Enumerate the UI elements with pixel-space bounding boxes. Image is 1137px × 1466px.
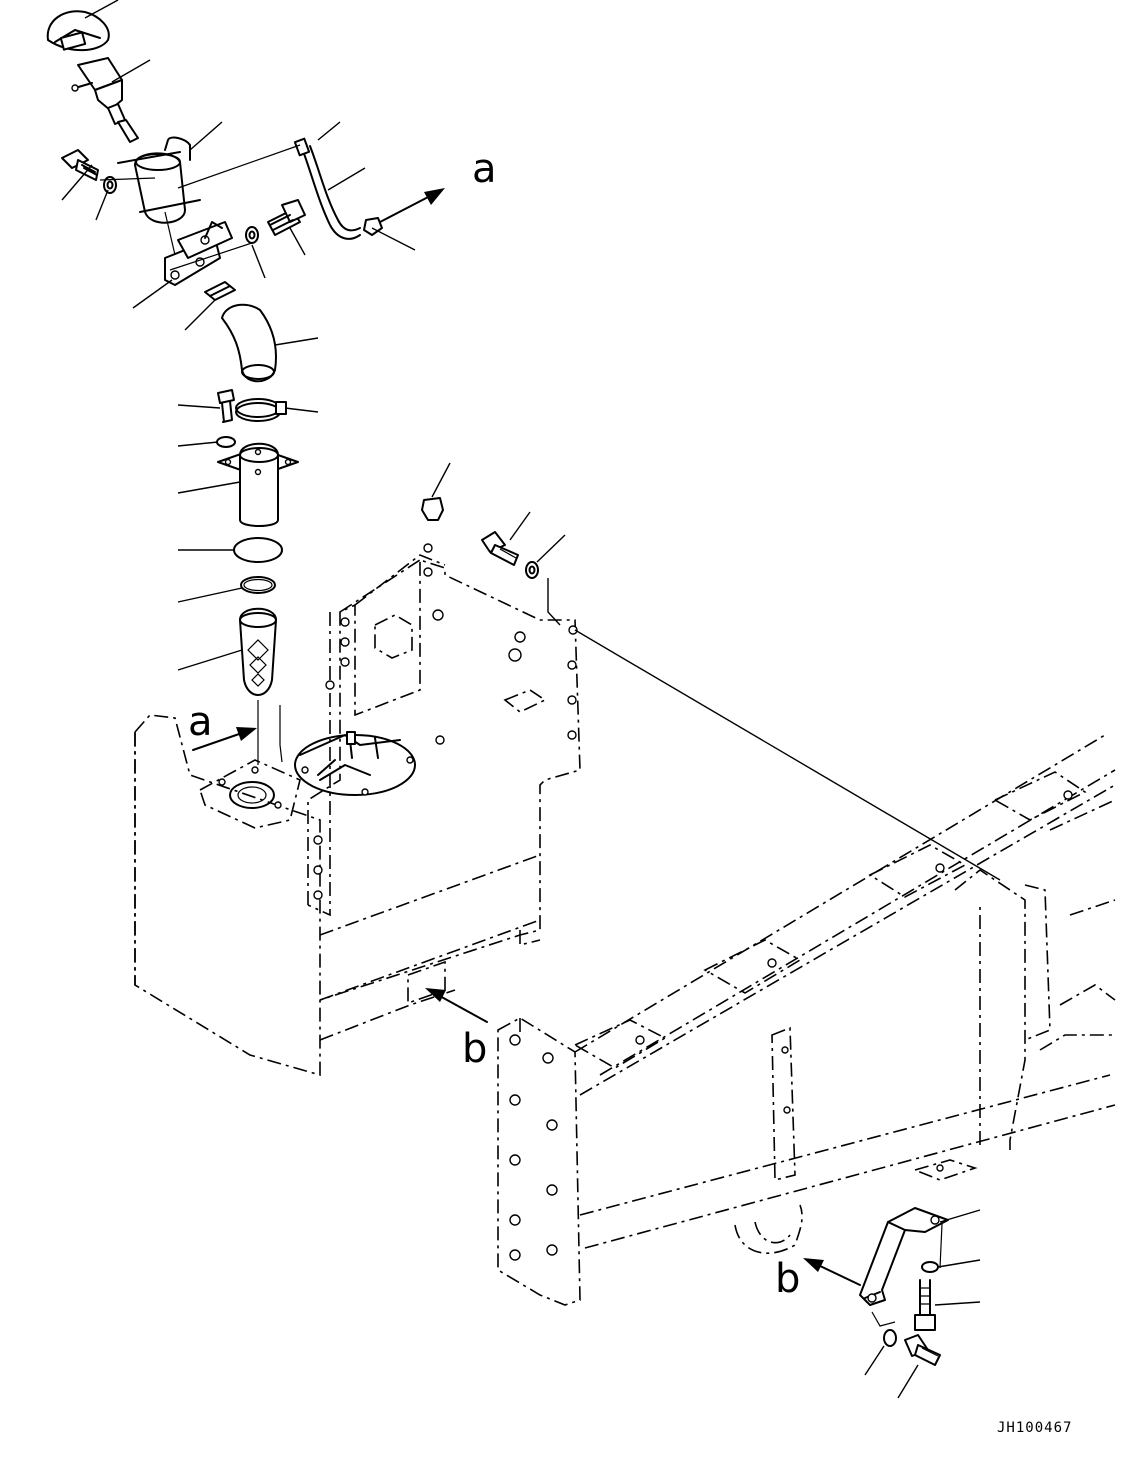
tank-cap-nut bbox=[421, 497, 444, 521]
machine-frame bbox=[497, 734, 1116, 1306]
flange-bolt bbox=[217, 389, 235, 423]
breather-hose bbox=[293, 137, 361, 240]
filler-bracket bbox=[164, 221, 233, 286]
snap-ring bbox=[240, 576, 276, 594]
filler-pipe-body bbox=[117, 136, 201, 224]
fuel-strainer bbox=[239, 607, 277, 696]
washer-right bbox=[245, 226, 259, 244]
flange-washer bbox=[216, 436, 236, 448]
callout-a-top: a bbox=[472, 146, 497, 192]
breather-adapter bbox=[71, 57, 139, 143]
tank-bolt bbox=[481, 531, 519, 566]
bolt-left bbox=[61, 149, 99, 181]
bracket-bolt-side bbox=[904, 1334, 941, 1366]
arrow-a-tank bbox=[192, 727, 257, 751]
elbow-hose bbox=[221, 303, 278, 383]
washer-left bbox=[103, 176, 117, 194]
tank-washer bbox=[525, 561, 539, 579]
bracket-washer-side bbox=[883, 1329, 897, 1347]
bracket-washer bbox=[921, 1261, 939, 1273]
filler-neck-flange bbox=[217, 442, 299, 527]
bolt-right bbox=[267, 199, 306, 236]
arrow-b-bracket bbox=[803, 1258, 861, 1286]
callout-a-tank: a bbox=[188, 699, 213, 745]
leader-lines bbox=[61, 0, 1001, 1399]
hose-clamp bbox=[235, 398, 287, 422]
callout-b-bracket: b bbox=[775, 1256, 800, 1302]
small-clamp bbox=[204, 281, 236, 301]
fuel-sender-unit bbox=[294, 731, 416, 796]
frame-bracket bbox=[859, 1207, 949, 1306]
callout-b-tank: b bbox=[462, 1026, 487, 1072]
filler-cap bbox=[46, 10, 110, 52]
fuel-tank bbox=[134, 543, 581, 1077]
gasket bbox=[233, 537, 283, 563]
arrow-b-tank bbox=[425, 988, 488, 1023]
drawing-code: JH100467 bbox=[997, 1420, 1072, 1436]
bracket-bolt-vertical bbox=[914, 1279, 936, 1331]
arrow-a-top bbox=[379, 188, 445, 223]
